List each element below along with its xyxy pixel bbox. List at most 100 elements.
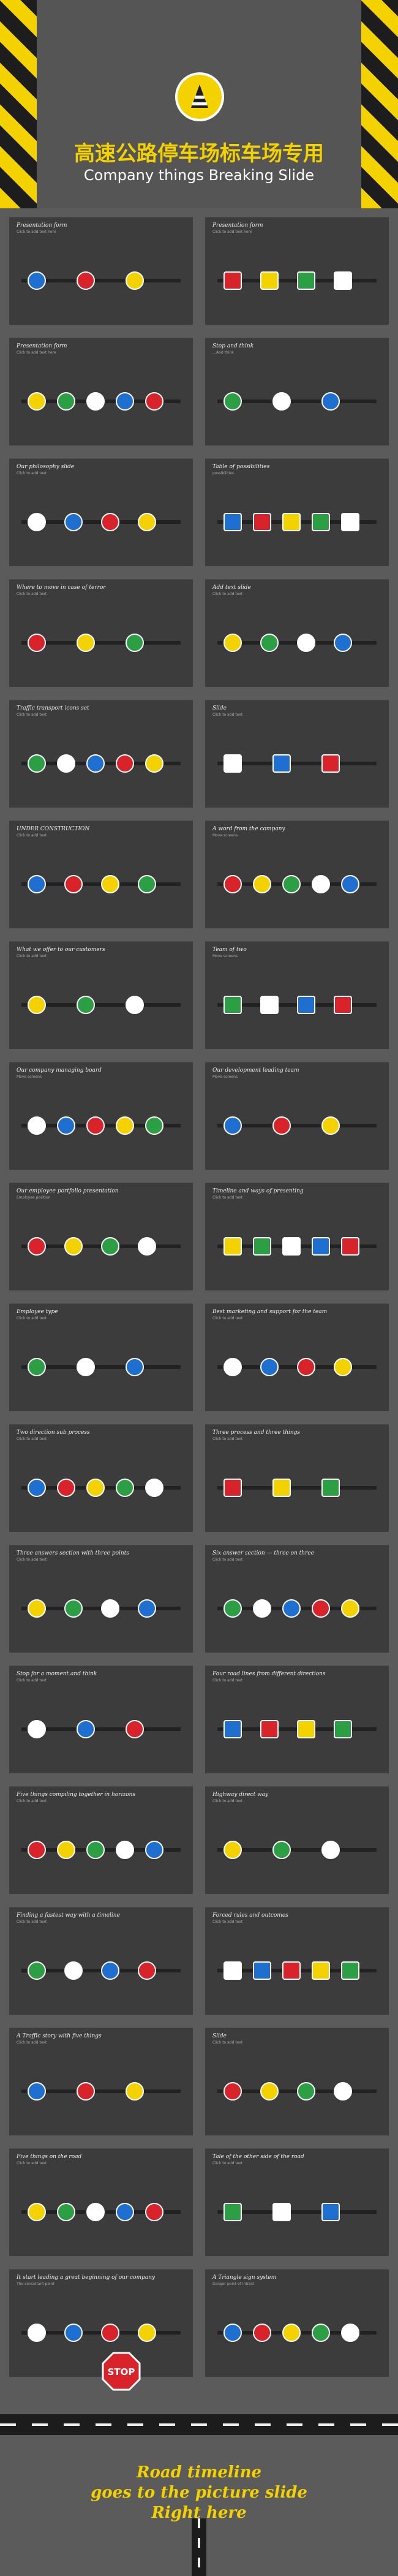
slide-title: Our company managing board bbox=[17, 1067, 102, 1074]
sign-icon bbox=[126, 1720, 144, 1738]
slide-subtitle: Click to add text bbox=[17, 2161, 47, 2165]
road-graphic bbox=[21, 1727, 181, 1731]
slide-subtitle: Click to add text bbox=[212, 2040, 243, 2045]
sign-icon bbox=[341, 2324, 359, 2342]
slide-thumbnail[interactable]: Four road lines from different direction… bbox=[205, 1665, 389, 1773]
slide-title: Tale of the other side of the road bbox=[212, 2154, 304, 2160]
slide-subtitle: Move screens bbox=[212, 1075, 238, 1079]
sign-icon bbox=[297, 2082, 315, 2101]
sign-icon bbox=[321, 2203, 340, 2221]
slide-title: What we offer to our customers bbox=[17, 947, 105, 953]
slide-title: Presentation form bbox=[17, 222, 67, 229]
sign-icon bbox=[101, 1599, 119, 1618]
slide-subtitle: Click to add text bbox=[212, 1678, 243, 1683]
slide-title: Slide bbox=[212, 705, 227, 711]
sign-icon bbox=[138, 2324, 156, 2342]
sign-icon bbox=[321, 1116, 340, 1135]
sign-icon bbox=[253, 1961, 271, 1980]
sign-icon bbox=[223, 392, 242, 411]
slide-thumbnail[interactable]: Stop and think…And think bbox=[205, 338, 389, 445]
sign-icon bbox=[260, 1720, 279, 1738]
slide-subtitle: Click to add text bbox=[212, 1799, 243, 1803]
slide-subtitle: Employee position bbox=[17, 1195, 51, 1200]
sign-icon bbox=[28, 1479, 46, 1497]
sign-icon bbox=[312, 1237, 330, 1256]
slide-title: Table of possibilities bbox=[212, 464, 270, 470]
vertical-road bbox=[192, 2518, 206, 2576]
slide-title: Timeline and ways of presenting bbox=[212, 1188, 304, 1194]
slide-subtitle: Click to add text bbox=[212, 1316, 243, 1320]
sign-icon bbox=[138, 1599, 156, 1618]
sign-icon bbox=[341, 513, 359, 531]
sign-icon bbox=[223, 1358, 242, 1376]
footer-line-2: goes to the picture slide bbox=[91, 2483, 307, 2502]
slide-subtitle: Click to add text bbox=[212, 1437, 243, 1441]
slide-subtitle: Move screens bbox=[212, 833, 238, 838]
sign-icon bbox=[253, 1599, 271, 1618]
sign-icon bbox=[116, 1479, 134, 1497]
sign-icon bbox=[116, 392, 134, 411]
sign-icon bbox=[28, 1841, 46, 1859]
slide-title: Highway direct way bbox=[212, 1792, 269, 1798]
slide-subtitle: Click to add text bbox=[17, 954, 47, 958]
road-graphic bbox=[21, 2089, 181, 2093]
slide-title: Where to move in case of terror bbox=[17, 585, 106, 591]
sign-icon bbox=[282, 875, 301, 893]
sign-icon bbox=[145, 1841, 163, 1859]
sign-icon bbox=[28, 1237, 46, 1256]
road-graphic bbox=[217, 1486, 377, 1490]
sign-icon bbox=[312, 1961, 330, 1980]
sign-icon bbox=[223, 2082, 242, 2101]
slide-title: It start leading a great beginning of ou… bbox=[17, 2275, 156, 2281]
slide-title: Finding a fastest way with a timeline bbox=[17, 1912, 120, 1919]
sign-icon bbox=[260, 271, 279, 290]
slide-thumbnail[interactable]: Five things compiling together in horizo… bbox=[9, 1786, 193, 1894]
sign-icon bbox=[28, 1720, 46, 1738]
sign-icon bbox=[223, 513, 242, 531]
road-graphic bbox=[21, 1365, 181, 1369]
sign-icon bbox=[223, 2203, 242, 2221]
slide-title: UNDER CONSTRUCTION bbox=[17, 826, 90, 832]
slide-title: A word from the company bbox=[212, 826, 285, 832]
sign-icon bbox=[116, 1841, 134, 1859]
sign-icon bbox=[126, 996, 144, 1014]
sign-icon bbox=[341, 1961, 359, 1980]
sign-icon bbox=[253, 2324, 271, 2342]
slide-thumbnail[interactable]: It start leading a great beginning of ou… bbox=[9, 2269, 193, 2377]
slide-subtitle: Click to add text bbox=[212, 1195, 243, 1200]
sign-icon bbox=[28, 2324, 46, 2342]
slide-title: Traffic transport icons set bbox=[17, 705, 89, 711]
